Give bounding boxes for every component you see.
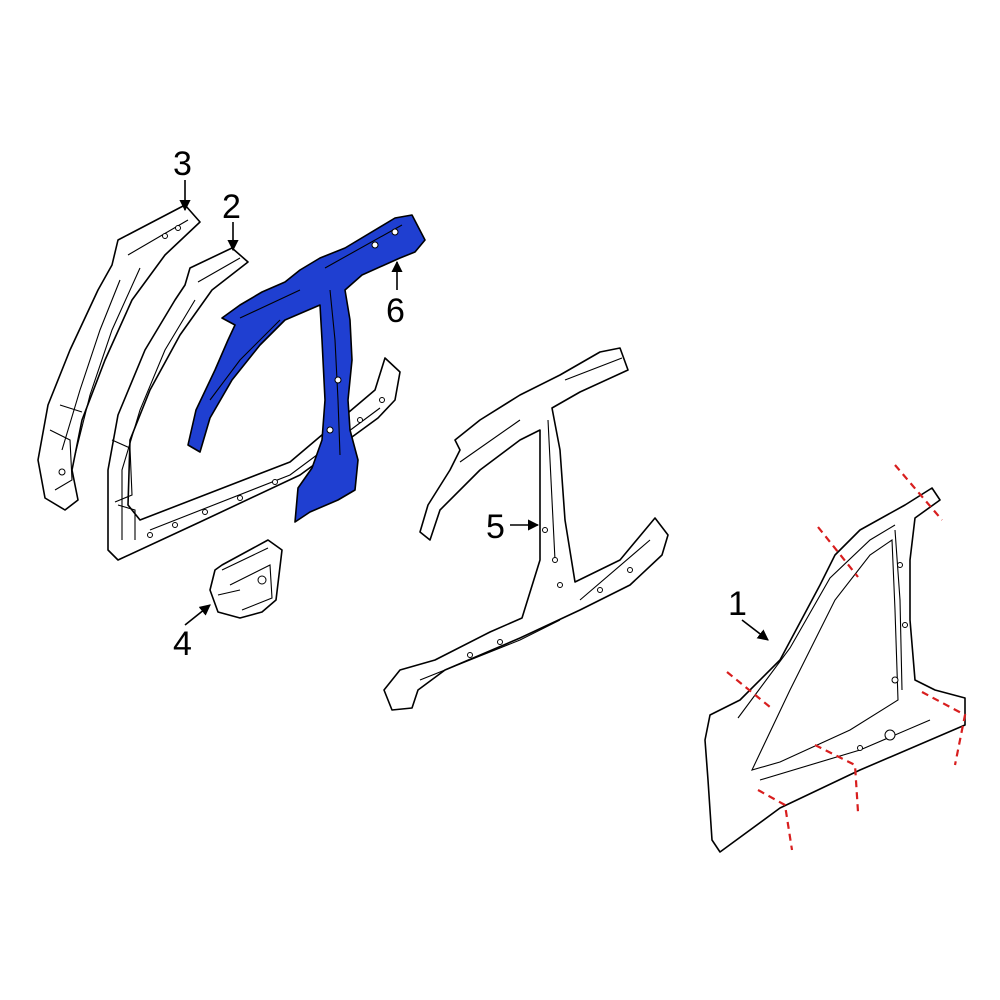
part-1-outer-body-side[interactable] — [704, 487, 966, 853]
cut-lines — [726, 464, 967, 851]
callout-2: 2 — [222, 188, 241, 226]
callout-6: 6 — [386, 292, 405, 330]
part-3-pillar-reinforcement[interactable] — [37, 204, 201, 511]
part-5-body-side-reinforcement[interactable] — [383, 347, 669, 711]
part-6-center-pillar-highlighted[interactable] — [187, 214, 426, 523]
callout-1: 1 — [728, 585, 747, 623]
callout-5: 5 — [486, 508, 505, 546]
part-2-inner-side-panel[interactable] — [107, 247, 401, 561]
part-4-bracket[interactable] — [209, 539, 283, 619]
callout-4: 4 — [173, 625, 192, 663]
callout-3: 3 — [173, 145, 192, 183]
callout-arrows — [179, 180, 769, 641]
